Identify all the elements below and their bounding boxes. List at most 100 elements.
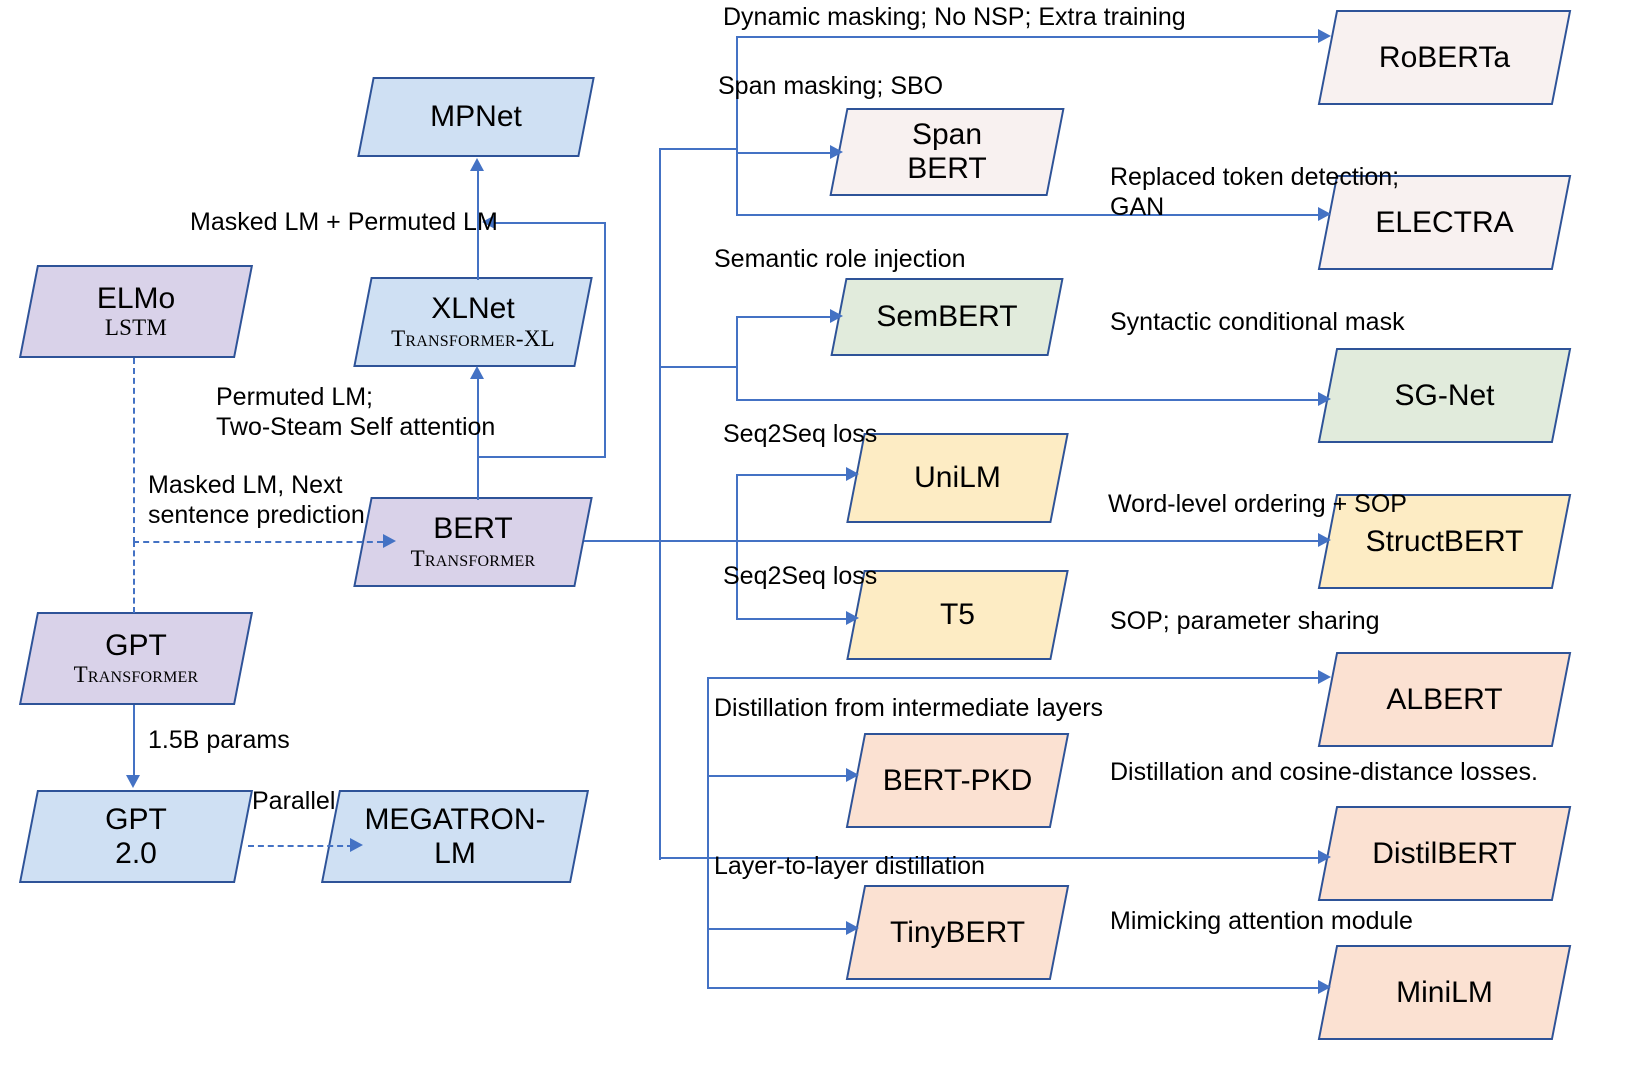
node-megatron-shape [320,790,590,883]
edge-elmo-down [133,358,135,543]
node-roberta-shape [1317,10,1572,105]
edge-to-distilbert [659,857,1322,860]
edge-to-t5-arrowhead [846,611,859,625]
edge-to-minilm [707,987,1322,990]
edge-to-tinybert-arrowhead [846,921,859,935]
node-sembert-shape [830,278,1064,356]
edge-label-bert-to-albert: SOP; parameter sharing [1110,607,1380,635]
edge-elmo-to-bert [133,541,383,543]
node-unilm-shape [846,433,1069,523]
edge-to-roberta-arrowhead [1318,29,1331,43]
edge-groupC-vertical [736,474,739,620]
edge-to-tinybert [707,928,849,931]
edge-xlnet-to-mpnet [477,170,480,280]
edge-bert-feedback-arrowhead [482,215,495,229]
edge-to-roberta [736,36,1322,39]
node-t5-shape [846,570,1069,660]
edge-label-bert-to-distilbert: Distillation and cosine-distance losses. [1110,758,1538,786]
edge-label-bert-to-structbert: Word-level ordering + SOP [1108,490,1407,518]
edge-gpt2-to-megatron [248,845,353,847]
edge-elmo-to-bert-arrowhead [383,534,396,548]
edge-label-bert-to-roberta: Dynamic masking; No NSP; Extra training [723,3,1186,31]
node-albert-shape [1317,652,1572,747]
edge-label-bert-to-bertpkd: Distillation from intermediate layers [714,694,1104,722]
edge-gpt-to-gpt2 [133,705,136,777]
node-gpt2-shape [18,790,254,883]
node-sembert[interactable]: SemBERT [830,278,1064,356]
edge-label-bert-to-electra: Replaced token detection; GAN [1110,163,1400,221]
edge-to-bertpkd-arrowhead [846,768,859,782]
node-gpt2[interactable]: GPT 2.0 [18,790,254,883]
edge-gpt-to-gpt2-arrowhead [126,775,140,788]
node-tinybert[interactable]: TinyBERT [845,885,1070,980]
node-distilbert[interactable]: DistilBERT [1317,806,1572,901]
edge-bert-trunk-stub [584,540,662,543]
node-sgnet-shape [1317,348,1572,443]
edge-gpt2-to-megatron-arrowhead [350,838,363,852]
node-t5[interactable]: T5 [846,570,1069,660]
node-albert[interactable]: ALBERT [1317,652,1572,747]
edge-label-gpt-to-gpt2: 1.5B params [148,726,290,754]
edge-label-bert-to-tinybert: Layer-to-layer distillation [714,852,985,880]
edge-groupB-vertical [736,316,739,401]
edge-bert-to-xlnet [477,378,480,500]
node-roberta[interactable]: RoBERTa [1317,10,1572,105]
edge-label-bert-to-t5: Seq2Seq loss [723,562,878,590]
edge-to-spanbert-arrowhead [830,145,843,159]
edge-label-bert-to-spanbert: Span masking; SBO [718,72,944,100]
edge-to-electra-arrowhead [1318,207,1331,221]
edge-groupE-vertical [707,857,710,989]
edge-to-sgnet [736,399,1322,402]
node-sgnet[interactable]: SG-Net [1317,348,1572,443]
edge-to-distilbert-arrowhead [1318,850,1331,864]
edge-label-elmo-to-bert: Masked LM, Next sentence prediction [148,471,365,529]
node-megatron[interactable]: MEGATRON- LM [320,790,590,883]
edge-groupA-top [659,148,737,151]
edge-to-sgnet-arrowhead [1318,392,1331,406]
edge-to-albert-arrowhead [1318,670,1331,684]
edge-elmo-down-to-gpt [133,541,135,613]
edge-to-minilm-arrowhead [1318,980,1331,994]
node-mpnet[interactable]: MPNet [357,77,595,157]
edge-to-bertpkd [707,775,849,778]
node-bertpkd[interactable]: BERT-PKD [845,733,1070,828]
node-bertpkd-shape [845,733,1070,828]
edge-groupD-vertical [707,677,710,857]
edge-to-structbert-arrowhead [1318,533,1331,547]
node-elmo[interactable]: ELMo LSTM [18,265,254,358]
edge-to-spanbert [736,152,833,155]
node-elmo-shape [18,265,254,358]
edge-groupB-stem [659,366,737,369]
node-xlnet-shape [353,277,593,367]
node-minilm[interactable]: MiniLM [1317,945,1572,1040]
node-spanbert[interactable]: Span BERT [829,108,1065,196]
edge-label-xlnet-to-mpnet: Masked LM + Permuted LM [190,208,498,236]
edge-groupA-vertical [736,36,739,216]
edge-to-albert [707,677,1322,680]
edge-to-structbert [736,540,1322,543]
edge-label-bert-to-sembert: Semantic role injection [714,245,966,273]
edge-label-bert-to-minilm: Mimicking attention module [1110,907,1413,935]
edge-to-electra [736,214,1322,217]
edge-bert-feedback-vertical [604,222,607,458]
edge-label-gpt2-to-megatron: Parallel [252,787,336,815]
edge-to-sembert-arrowhead [830,309,843,323]
edge-bert-to-xlnet-arrowhead [470,366,484,379]
node-xlnet[interactable]: XLNet Transformer-XL [353,277,593,367]
edge-bert-feedback-top [494,222,606,225]
node-distilbert-shape [1317,806,1572,901]
edge-main-trunk [659,148,662,860]
node-gpt[interactable]: GPT Transformer [18,612,254,705]
node-tinybert-shape [845,885,1070,980]
edge-bert-feedback-bottom [477,456,606,459]
edge-to-unilm-arrowhead [846,467,859,481]
node-gpt-shape [18,612,254,705]
edge-label-bert-to-xlnet: Permuted LM; Two-Steam Self attention [216,383,496,441]
edge-xlnet-to-mpnet-arrowhead [470,158,484,171]
node-unilm[interactable]: UniLM [846,433,1069,523]
edge-groupC-stem [659,540,737,543]
edge-label-bert-to-unilm: Seq2Seq loss [723,420,878,448]
edge-to-sembert [736,316,833,319]
node-spanbert-shape [829,108,1065,196]
